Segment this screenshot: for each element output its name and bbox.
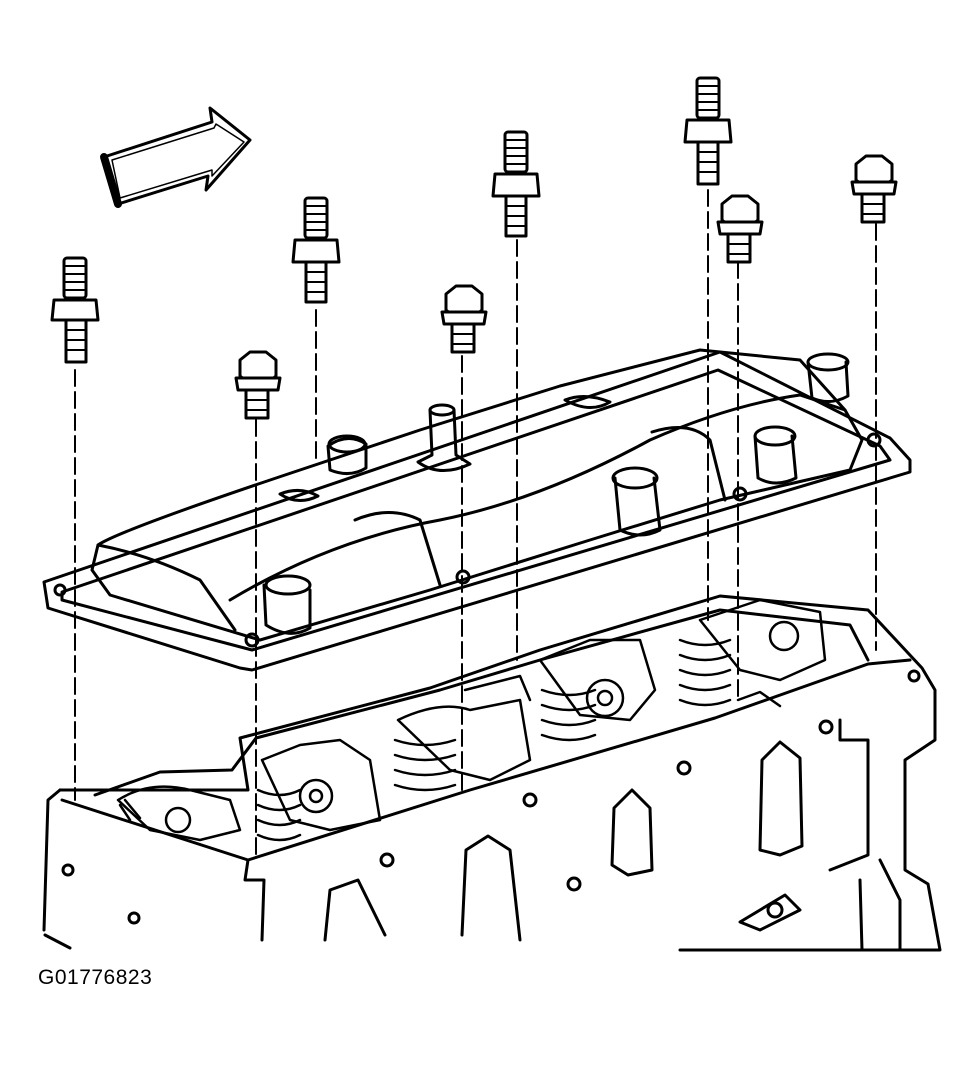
direction-arrow — [100, 106, 252, 208]
alignment-lines — [74, 189, 877, 861]
stud-3 — [491, 130, 541, 238]
bolt-4 — [850, 154, 898, 224]
bolt-1 — [234, 350, 282, 420]
bolt-2 — [440, 284, 488, 354]
cylinder-head — [42, 594, 942, 952]
figure-code: G01776823 — [38, 966, 153, 989]
stud-2 — [291, 196, 341, 304]
rocker-arm-assembly — [116, 598, 827, 842]
stud-4 — [683, 76, 733, 186]
stud-1 — [50, 256, 100, 364]
valve-rocker-arm-cover — [53, 348, 882, 648]
cover-gasket — [42, 350, 912, 672]
bolt-3 — [716, 194, 764, 264]
